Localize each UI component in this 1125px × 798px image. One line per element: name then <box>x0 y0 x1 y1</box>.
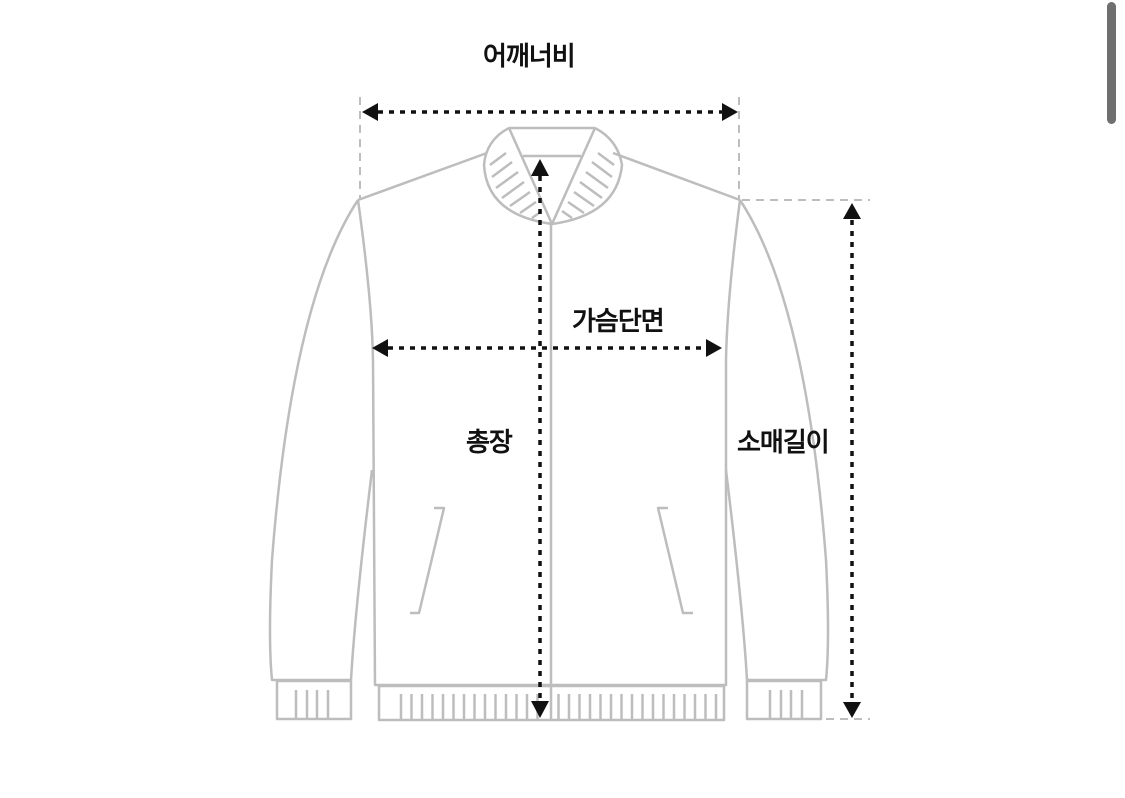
right-sleeve-outline <box>724 199 830 721</box>
left-pocket <box>410 506 446 615</box>
arrowhead-right-icon <box>722 103 738 121</box>
left-sleeve-outline <box>268 199 374 721</box>
arrowhead-up-icon <box>531 159 549 176</box>
arrowhead-up-icon <box>843 203 861 219</box>
chest-width-label: 가슴단면 <box>572 307 665 337</box>
arrowhead-left-icon <box>372 339 388 357</box>
collar-outline <box>482 126 624 226</box>
measurement-guides <box>359 97 870 720</box>
right-pocket <box>656 506 693 615</box>
scrollbar-thumb[interactable] <box>1107 2 1116 124</box>
arrowhead-left-icon <box>362 103 378 121</box>
arrowhead-right-icon <box>706 339 722 357</box>
arrowhead-down-icon <box>843 702 861 718</box>
shoulder-width-label: 어깨너비 <box>483 42 576 72</box>
arrowhead-down-icon <box>531 701 549 718</box>
hem-rib <box>377 684 726 722</box>
jacket-body-outline <box>356 151 742 720</box>
sleeve-length-label: 소매길이 <box>737 428 830 458</box>
total-length-label: 총장 <box>466 428 513 458</box>
